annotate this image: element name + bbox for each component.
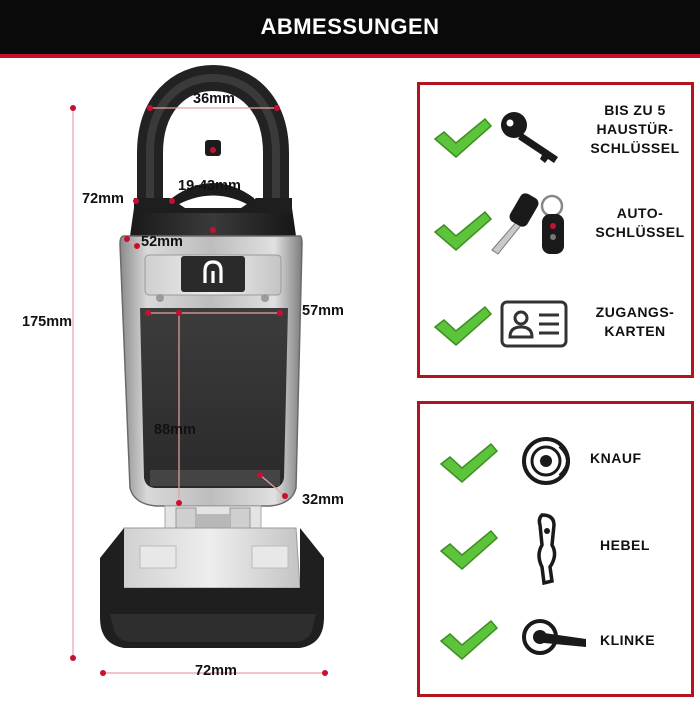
door-knob-icon (522, 437, 570, 485)
dim-inner-depth: 32mm (302, 492, 344, 508)
label-line1: ZUGANGS- (595, 304, 675, 320)
product-illustration: 36mm 19-43mm 72mm 52mm 175mm 57mm 88mm 3… (0, 58, 410, 700)
list-item-handle: KLINKE (420, 597, 691, 677)
label-handle: KLINKE (600, 632, 656, 648)
label-line2: HAUSTÜR- (596, 121, 674, 137)
header-bar: ABMESSUNGEN (0, 0, 700, 58)
dim-shackle-inner: 19-43mm (178, 178, 241, 194)
car-key-icon (491, 193, 564, 255)
door-handle-icon (522, 619, 586, 655)
dim-shackle-width: 36mm (193, 91, 235, 107)
label-knob: KNAUF (590, 450, 642, 466)
dim-inner-height: 88mm (154, 422, 196, 438)
check-icon (439, 442, 499, 483)
compatibility-panel-doors: KNAUF HEBEL KLINKE (417, 401, 694, 697)
label-line2: KARTEN (604, 323, 666, 339)
list-item-car-keys: AUTO- SCHLÜSSEL (420, 188, 691, 268)
access-card-icon (500, 300, 568, 348)
dim-total-height: 175mm (22, 314, 72, 330)
dim-shackle-height: 72mm (82, 191, 124, 207)
label-lever: HEBEL (600, 537, 650, 553)
dim-inner-width: 57mm (302, 303, 344, 319)
list-item-access-cards: ZUGANGS- KARTEN (420, 283, 691, 363)
check-icon (433, 210, 493, 251)
page-title: ABMESSUNGEN (260, 14, 440, 39)
label-line3: SCHLÜSSEL (590, 140, 680, 156)
check-icon (433, 117, 493, 158)
key-safe-image (70, 64, 328, 676)
compatibility-panel-keys: BIS ZU 5 HAUSTÜR- SCHLÜSSEL AUTO- SCHLÜS… (417, 82, 694, 378)
dim-base-width: 72mm (195, 663, 237, 679)
list-item-lever: HEBEL (420, 507, 691, 587)
dim-shackle-depth: 52mm (141, 234, 183, 250)
label-line2: SCHLÜSSEL (595, 224, 685, 240)
door-lever-icon (537, 513, 557, 586)
check-icon (433, 305, 493, 346)
list-item-knob: KNAUF (420, 420, 691, 500)
label-line1: AUTO- (616, 205, 664, 221)
check-icon (439, 529, 499, 570)
list-item-house-keys: BIS ZU 5 HAUSTÜR- SCHLÜSSEL (420, 95, 691, 175)
house-key-icon (501, 112, 558, 163)
label-line1: BIS ZU 5 (604, 102, 666, 118)
check-icon (439, 619, 499, 660)
